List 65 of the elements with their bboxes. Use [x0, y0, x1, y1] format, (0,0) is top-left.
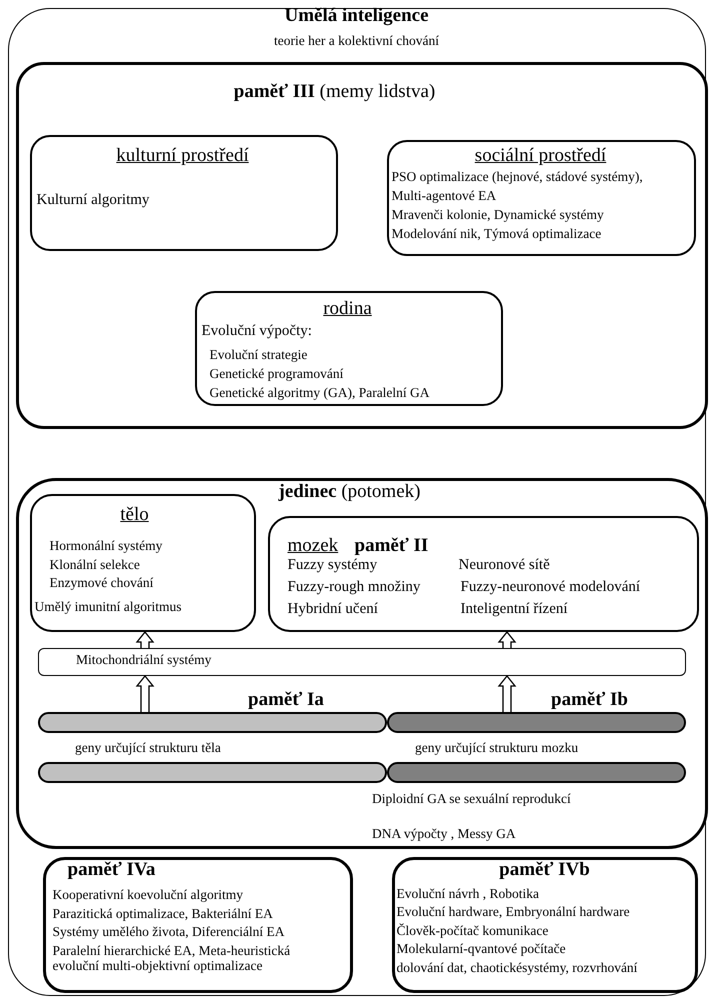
item-text: Paralelní hierarchické EA, Meta-heuristická evoluční multi-objektivní optimalizace: [52, 942, 292, 974]
item-text: Kulturní algoritmy: [36, 192, 150, 209]
box-heading: paměť IVb: [499, 858, 590, 880]
hollow-arrow: [136, 630, 154, 649]
section-heading: paměť III (memy lidstva): [234, 80, 436, 102]
memory-label: paměť II: [354, 534, 428, 556]
box-heading: tělo: [120, 504, 149, 526]
gene-label: geny určující strukturu těla: [75, 740, 221, 756]
rounded-box: [16, 478, 708, 848]
item-text: Multi-agentové EA: [392, 188, 496, 204]
item-text: Fuzzy systémy: [288, 556, 378, 574]
hollow-arrow: [498, 674, 516, 713]
item-text: Fuzzy-rough množiny: [288, 578, 420, 596]
rounded-box: [8, 8, 706, 996]
rounded-box: [194, 290, 502, 406]
item-text: Mravenči kolonie, Dynamické systémy: [392, 206, 604, 222]
item-text: Evoluční strategie: [210, 346, 308, 362]
chromosome-bar: [38, 762, 386, 782]
box-heading: rodina: [323, 298, 372, 320]
item-text: Systémy umělého života, Diferenciální EA: [52, 924, 285, 940]
rounded-box: [42, 856, 352, 992]
item-text: Fuzzy-neuronové modelování: [460, 578, 640, 596]
item-text: Modelování nik, Týmová optimalizace: [392, 226, 602, 242]
system-bar: [38, 648, 686, 676]
item-text: Inteligentní řízení: [460, 600, 568, 618]
rounded-box: [268, 516, 698, 632]
section-heading: jedinec (potomek): [278, 480, 420, 502]
gene-label: Diploidní GA se sexuální reprodukcí: [372, 791, 571, 807]
item-text: Evoluční hardware, Embryonální hardware: [396, 904, 630, 920]
rounded-box: [392, 856, 698, 992]
item-text: Genetické programování: [210, 366, 344, 382]
box-heading: sociální prostředí: [474, 144, 606, 166]
box-heading: mozek: [288, 534, 338, 556]
item-text: Mitochondriální systémy: [76, 652, 212, 668]
box-heading: paměť IVa: [68, 858, 156, 880]
item-text: Evoluční návrh , Robotika: [396, 886, 539, 902]
rounded-box: [30, 134, 338, 250]
item-text: Neuronové sítě: [458, 556, 550, 574]
rounded-box: [386, 140, 696, 256]
item-text: Kooperativní koevoluční algoritmy: [52, 886, 243, 902]
item-text: Hybridní učení: [288, 600, 378, 618]
item-text: PSO optimalizace (hejnové, stádové systémy),: [392, 168, 643, 184]
item-text: Klonální selekce: [50, 556, 140, 572]
rounded-box: [16, 62, 708, 428]
memory-label: paměť Ia: [248, 689, 324, 711]
item-text: dolování dat, chaotickésystémy, rozvrhování: [396, 960, 638, 976]
item-text: Enzymové chování: [50, 574, 154, 590]
chromosome-bar: [386, 712, 686, 732]
item-text: Parazitická optimalizace, Bakteriální EA: [52, 906, 273, 922]
chromosome-bar: [38, 712, 386, 732]
hollow-arrow: [498, 630, 516, 649]
item-text: Molekularní-qvantové počítače: [396, 940, 566, 956]
item-text: Evoluční výpočty:: [202, 322, 312, 340]
box-heading: kulturní prostředí: [116, 144, 249, 166]
hollow-arrow: [136, 674, 154, 713]
subtitle: teorie her a kolektivní chování: [274, 32, 439, 48]
gene-label: geny určující strukturu mozku: [415, 740, 578, 756]
chromosome-bar: [386, 762, 686, 782]
gene-label: DNA výpočty , Messy GA: [372, 826, 516, 842]
item-text: Člověk-počítač komunikace: [396, 922, 548, 938]
memory-label: paměť Ib: [551, 689, 628, 711]
item-text: Genetické algoritmy (GA), Paralelní GA: [210, 384, 430, 400]
item-text: Hormonální systémy: [50, 538, 162, 554]
rounded-box: [30, 494, 256, 632]
item-text: Umělý imunitní algoritmus: [34, 598, 182, 614]
